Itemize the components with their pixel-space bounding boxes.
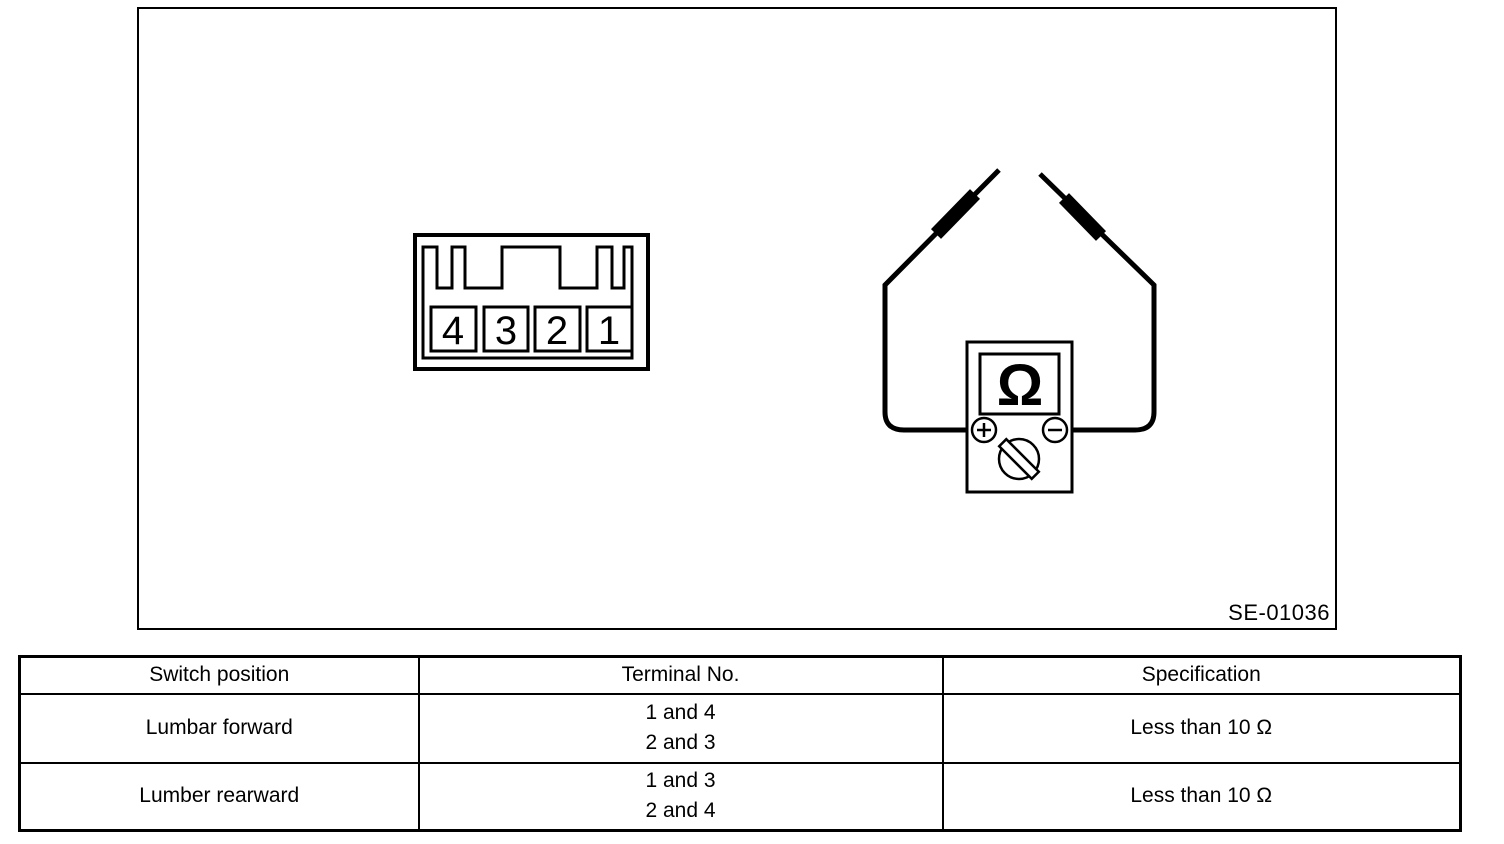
circuit-diagram: 4 3 2 1 Ω <box>413 168 1157 494</box>
terminal-cavity-1 <box>585 305 634 353</box>
terminal-cavity-4 <box>429 305 478 353</box>
spec-table: Switch position Terminal No. Specificati… <box>18 655 1462 832</box>
terminal-cavity-3 <box>482 305 530 353</box>
cell-terminal-no: 1 and 4 2 and 3 <box>417 692 944 764</box>
terminal-pairs: 1 and 4 2 and 3 <box>420 698 942 758</box>
terminal-pairs: 1 and 3 2 and 4 <box>420 766 942 826</box>
terminal-cavity-2 <box>533 305 582 353</box>
negative-lead-wire <box>1038 172 1157 433</box>
terminal-pair-line: 1 and 3 <box>645 769 716 793</box>
connector-keying-profile <box>421 245 634 360</box>
terminal-number-4: 4 <box>442 309 464 353</box>
positive-lead-wire <box>882 168 1001 433</box>
cell-switch-position: Lumbar forward <box>18 692 420 764</box>
header-specification: Specification <box>941 655 1462 695</box>
ohmmeter-diagram: Ω <box>882 168 1157 494</box>
table-row: Lumber rearward 1 and 3 2 and 4 Less tha… <box>18 761 1462 832</box>
positive-probe-handle <box>930 189 981 239</box>
header-terminal-no: Terminal No. <box>417 655 944 695</box>
cell-terminal-no: 1 and 3 2 and 4 <box>417 761 944 832</box>
terminal-pair-line: 2 and 4 <box>645 799 716 823</box>
connector-diagram: 4 3 2 1 <box>413 233 650 371</box>
header-switch-position: Switch position <box>18 655 420 695</box>
figure-box: 4 3 2 1 Ω <box>137 7 1337 630</box>
connector-outer-housing <box>413 233 650 371</box>
terminal-pair-line: 1 and 4 <box>645 701 716 724</box>
cell-specification: Less than 10 Ω <box>941 692 1462 764</box>
table-header-row: Switch position Terminal No. Specificati… <box>18 655 1462 695</box>
ohm-symbol: Ω <box>997 353 1044 418</box>
cell-specification: Less than 10 Ω <box>941 761 1462 832</box>
figure-code-label: SE-01036 <box>1228 600 1330 625</box>
terminal-number-3: 3 <box>495 309 517 353</box>
terminal-number-1: 1 <box>598 309 620 353</box>
negative-probe-handle <box>1058 193 1107 241</box>
terminal-pair-line: 2 and 3 <box>645 731 716 754</box>
terminal-number-2: 2 <box>546 309 568 353</box>
selector-dial-slot <box>997 437 1041 481</box>
meter-display <box>978 352 1061 416</box>
cell-switch-position: Lumber rearward <box>18 761 420 832</box>
table-row: Lumbar forward 1 and 4 2 and 3 Less than… <box>18 692 1462 764</box>
